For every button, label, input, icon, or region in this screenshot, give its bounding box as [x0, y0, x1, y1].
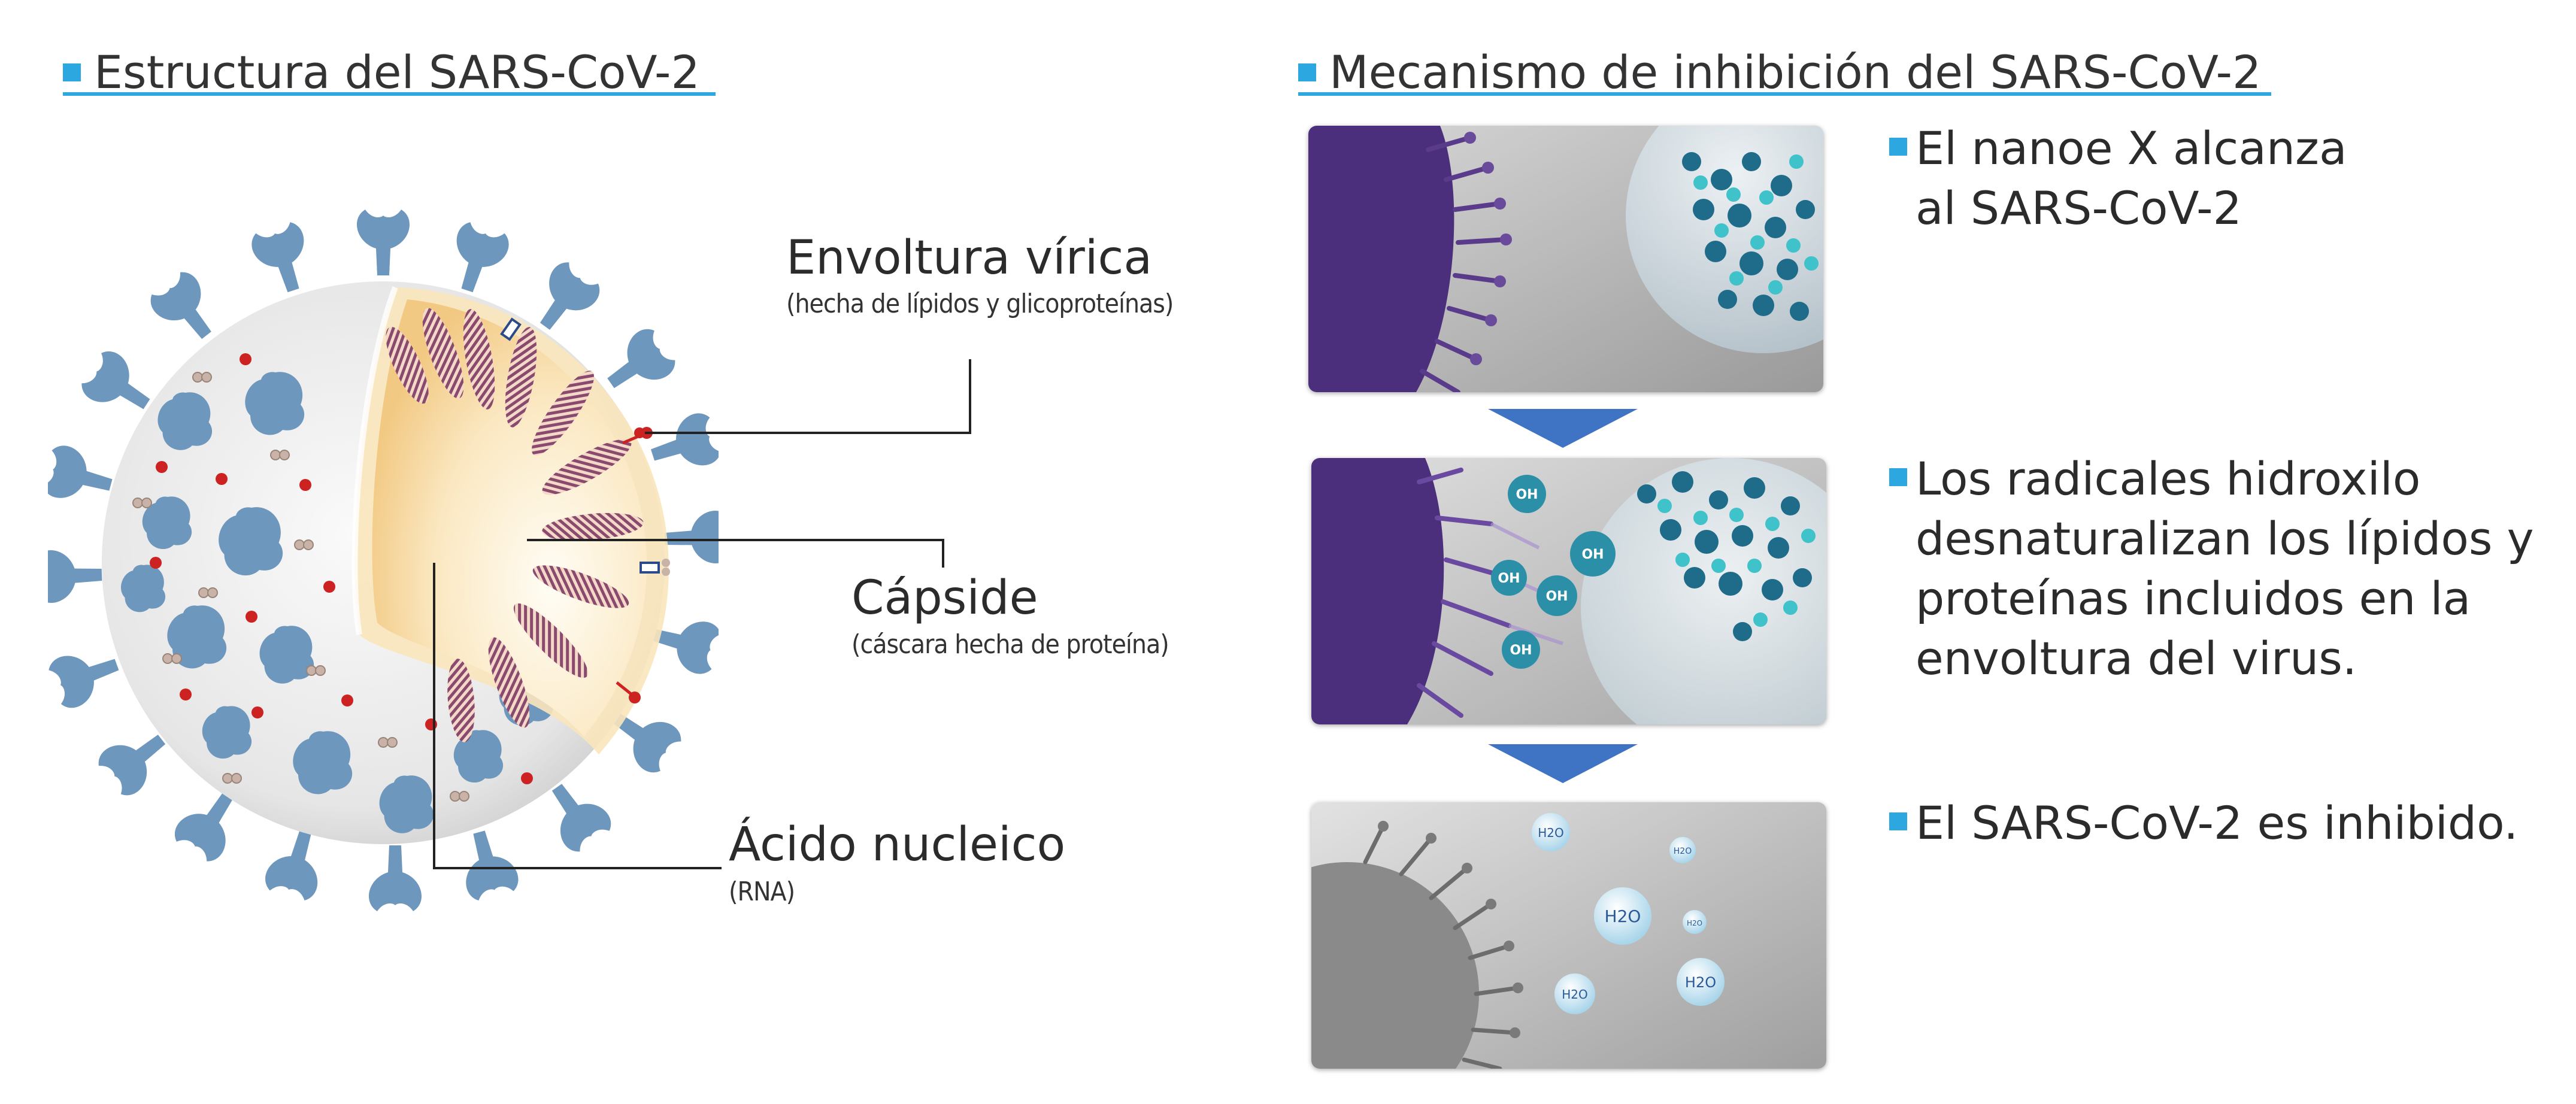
svg-text:H2O: H2O — [1605, 906, 1641, 926]
rna-coil — [386, 308, 644, 742]
step-bullet-icon — [1889, 138, 1907, 156]
hydroxyl-radicals: OH OH OH OH OH — [1491, 475, 1616, 669]
mechanism-title-underline — [1298, 92, 2271, 96]
step-1-description: El nanoe X alcanza al SARS-CoV-2 — [1889, 119, 2548, 238]
nucleic-acid-sublabel: (RNA) — [729, 876, 795, 907]
structure-title: Estructura del SARS-CoV-2 — [63, 47, 700, 95]
svg-text:H2O: H2O — [1538, 826, 1564, 840]
step-2-image: OH OH OH OH OH — [1311, 458, 1826, 724]
svg-text:OH: OH — [1498, 571, 1520, 586]
svg-text:H2O: H2O — [1674, 847, 1692, 856]
svg-text:OH: OH — [1516, 487, 1538, 502]
capsid-sublabel: (cáscara hecha de proteína) — [851, 629, 1169, 660]
capsid-label: Cápside — [851, 571, 1038, 625]
svg-text:H2O: H2O — [1685, 974, 1716, 991]
svg-text:OH: OH — [1581, 547, 1604, 562]
virus-gray-icon — [1311, 821, 1523, 1069]
envelope-label: Envoltura vírica — [786, 231, 1153, 285]
step-bullet-icon — [1889, 468, 1907, 486]
virus-purple-icon — [1311, 458, 1564, 724]
nucleic-acid-callout — [433, 563, 722, 869]
nanoe-sphere-icon — [1626, 126, 1823, 353]
envelope-marker — [634, 427, 645, 438]
glycoprotein-markers — [500, 317, 670, 703]
envelope-callout — [640, 359, 971, 434]
nanoe-sphere-icon — [1581, 458, 1826, 724]
step-3-image: H2O H2O H2O H2O H2O H2O — [1311, 802, 1826, 1069]
virus-purple-icon — [1308, 126, 1512, 392]
step-bullet-icon — [1889, 812, 1907, 830]
surface-proteins — [121, 353, 554, 833]
mechanism-title: Mecanismo de inhibición del SARS-CoV-2 — [1298, 47, 2261, 95]
step-2-description: Los radicales hidroxilo desnaturalizan l… — [1889, 449, 2560, 689]
svg-text:OH: OH — [1545, 589, 1568, 604]
step-3-description: El SARS-CoV-2 es inhibido. — [1889, 793, 2560, 853]
arrow-down-icon — [1488, 744, 1638, 783]
title-bullet-icon — [1298, 63, 1316, 81]
title-bullet-icon — [63, 63, 81, 81]
svg-text:H2O: H2O — [1687, 919, 1702, 927]
svg-text:H2O: H2O — [1562, 987, 1588, 1002]
svg-text:OH: OH — [1510, 643, 1532, 658]
water-bubbles: H2O H2O H2O H2O H2O H2O — [1532, 813, 1725, 1014]
structure-title-underline — [63, 92, 716, 96]
step-1-image — [1308, 126, 1823, 392]
nucleic-acid-label: Ácido nucleico — [729, 818, 1066, 872]
capsid-callout — [527, 539, 944, 568]
arrow-down-icon — [1488, 409, 1638, 448]
envelope-sublabel: (hecha de lípidos y glicoproteínas) — [786, 289, 1174, 319]
